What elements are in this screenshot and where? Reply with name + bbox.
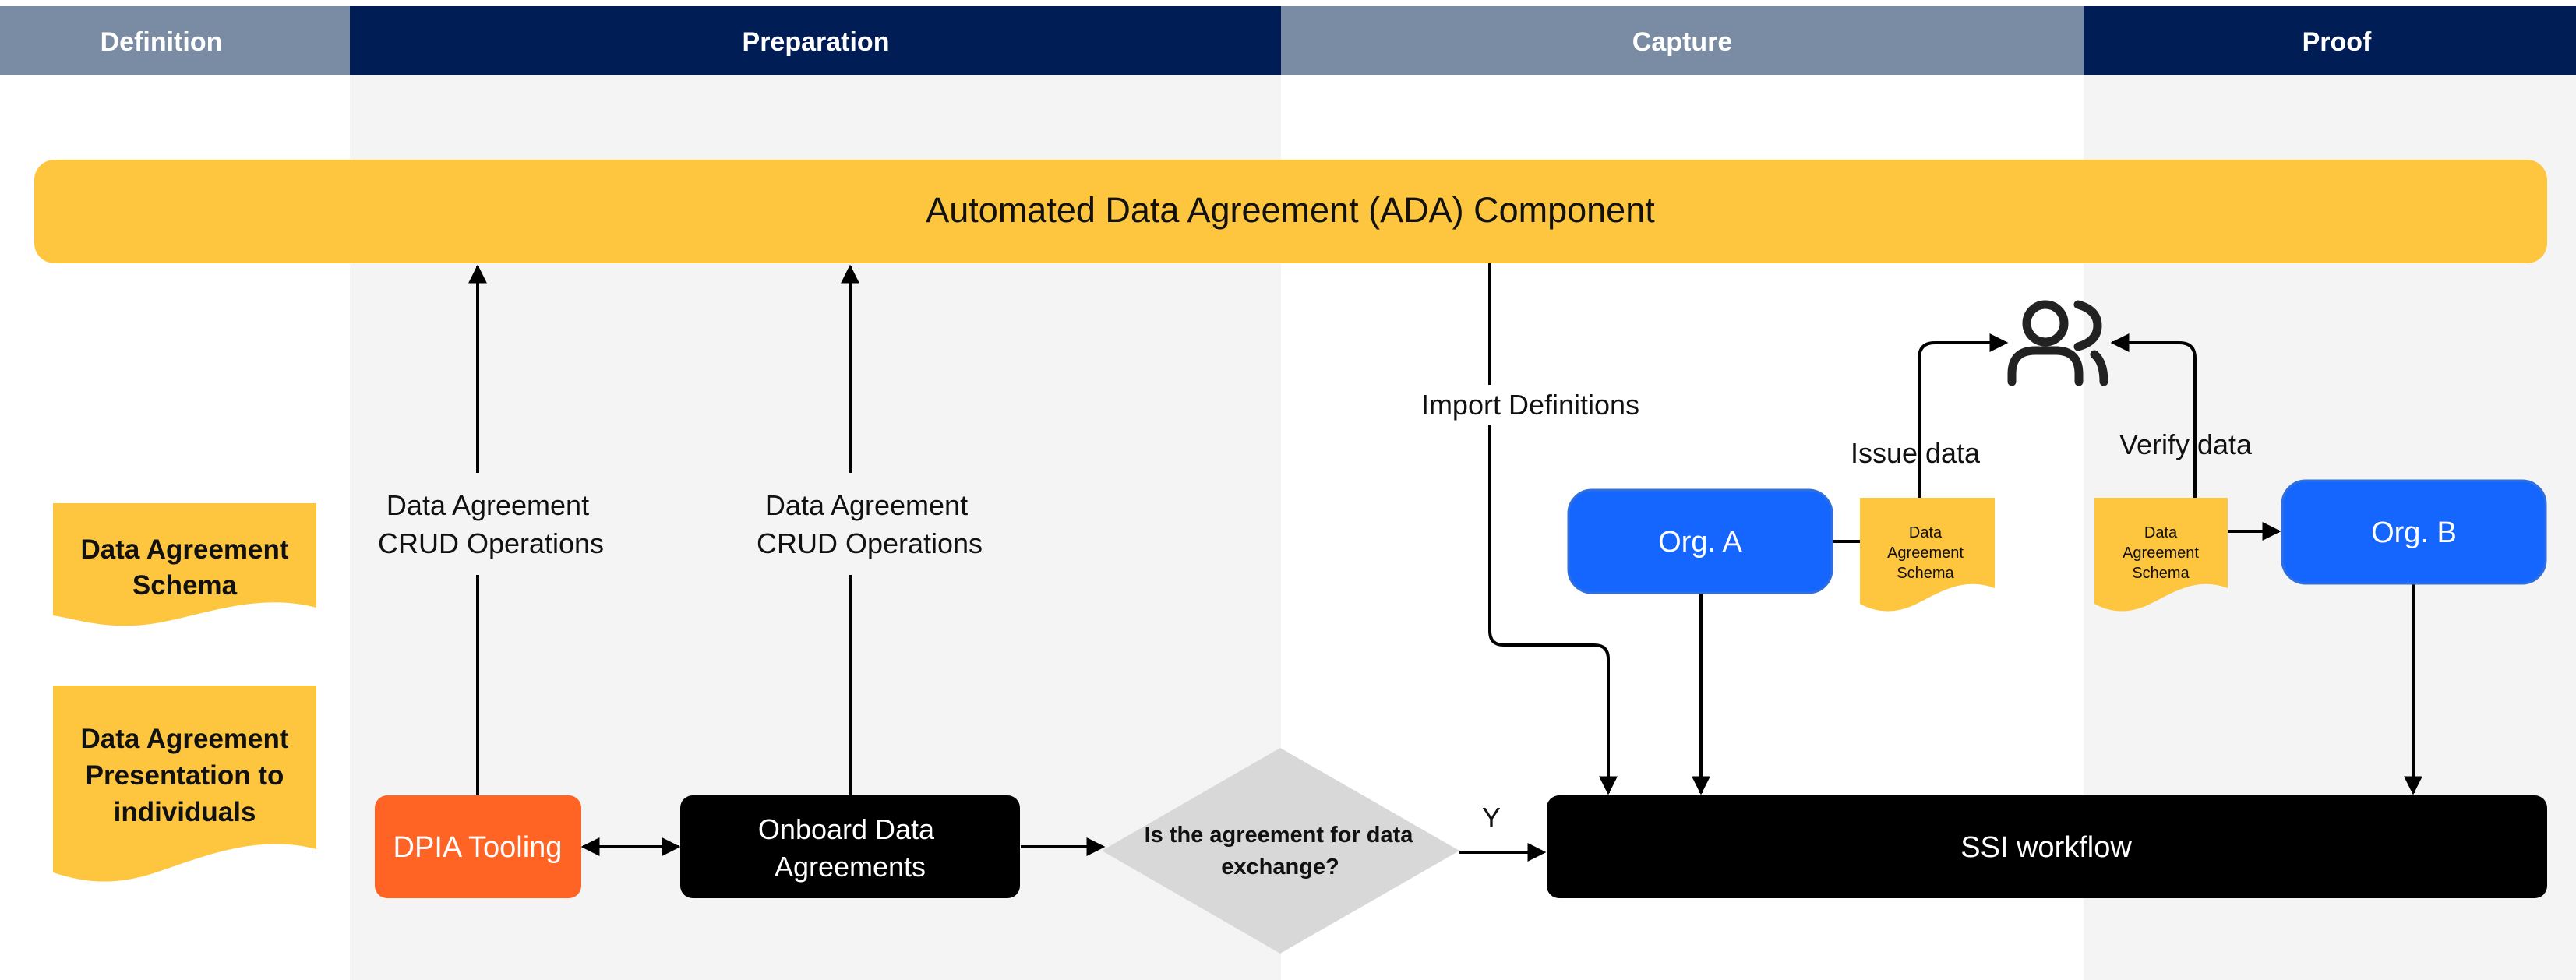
- issue-data-label: Issue data: [1851, 437, 1981, 469]
- dpia-tooling-node: DPIA Tooling: [375, 795, 581, 898]
- dpia-tooling-label: DPIA Tooling: [393, 831, 563, 864]
- org-a-label: Org. A: [1658, 526, 1742, 559]
- onboard-data-agreements-node: Onboard Data Agreements: [680, 795, 1020, 898]
- ssi-workflow-label: SSI workflow: [1960, 831, 2132, 864]
- schema-doc-line: Schema: [1897, 565, 1954, 582]
- legend-doc-line: Data Agreement: [80, 534, 288, 565]
- legend-doc-line: individuals: [114, 797, 256, 827]
- org-a-node: Org. A: [1567, 488, 1833, 594]
- verify-schema-doc: Data Agreement Schema: [2094, 498, 2228, 612]
- crud-label-2-line-1: Data Agreement: [765, 489, 968, 521]
- yes-label: Y: [1482, 802, 1501, 834]
- issue-data-edge: [1918, 333, 2009, 498]
- onboard-label-line-1: Onboard Data: [758, 813, 935, 845]
- lane-header-label: Capture: [1632, 27, 1732, 57]
- verify-data-label: Verify data: [2119, 428, 2253, 460]
- users-icon: [2007, 300, 2108, 386]
- decision-label-line-1: Is the agreement for data: [1145, 823, 1414, 848]
- legend-doc-schema: Data Agreement Schema: [53, 503, 316, 626]
- verify-data-edge: [2110, 333, 2197, 498]
- lane-header-proof: Proof: [2084, 6, 2576, 75]
- ada-component-label: Automated Data Agreement (ADA) Component: [926, 190, 1655, 230]
- ada-component: Automated Data Agreement (ADA) Component: [34, 160, 2547, 263]
- ssi-workflow-node: SSI workflow: [1547, 795, 2547, 898]
- lane-header-preparation: Preparation: [350, 6, 1281, 75]
- issue-schema-doc: Data Agreement Schema: [1860, 498, 1995, 612]
- schema-doc-line: Agreement: [1887, 545, 1964, 562]
- schema-doc-line: Data: [1909, 524, 1943, 541]
- lane-header-label: Preparation: [743, 27, 890, 57]
- crud-label-1-line-1: Data Agreement: [386, 489, 589, 521]
- schema-doc-line: Data: [2144, 524, 2178, 541]
- legend-doc-presentation: Data Agreement Presentation to individua…: [53, 686, 316, 882]
- org-b-node: Org. B: [2281, 479, 2547, 585]
- lane-header-label: Proof: [2303, 27, 2372, 57]
- crud-label-2-line-2: CRUD Operations: [757, 527, 983, 559]
- decision-label-line-2: exchange?: [1221, 855, 1339, 880]
- import-definitions-label: Import Definitions: [1421, 389, 1639, 421]
- onboard-label-line-2: Agreements: [775, 851, 926, 883]
- schema-doc-line: Schema: [2132, 565, 2190, 582]
- schema-doc-line: Agreement: [2123, 545, 2199, 562]
- decision-node: Is the agreement for data exchange?: [1102, 748, 1459, 954]
- lane-header-capture: Capture: [1281, 6, 2084, 75]
- legend-doc-line: Presentation to: [86, 760, 284, 791]
- crud-label-1-line-2: CRUD Operations: [378, 527, 604, 559]
- legend-doc-line: Schema: [132, 570, 238, 601]
- org-b-label: Org. B: [2371, 516, 2457, 549]
- import-definitions-edge: [1488, 263, 1608, 793]
- lane-header-definition: Definition: [0, 6, 350, 75]
- legend-doc-line: Data Agreement: [80, 724, 288, 754]
- lane-header-label: Definition: [101, 27, 223, 57]
